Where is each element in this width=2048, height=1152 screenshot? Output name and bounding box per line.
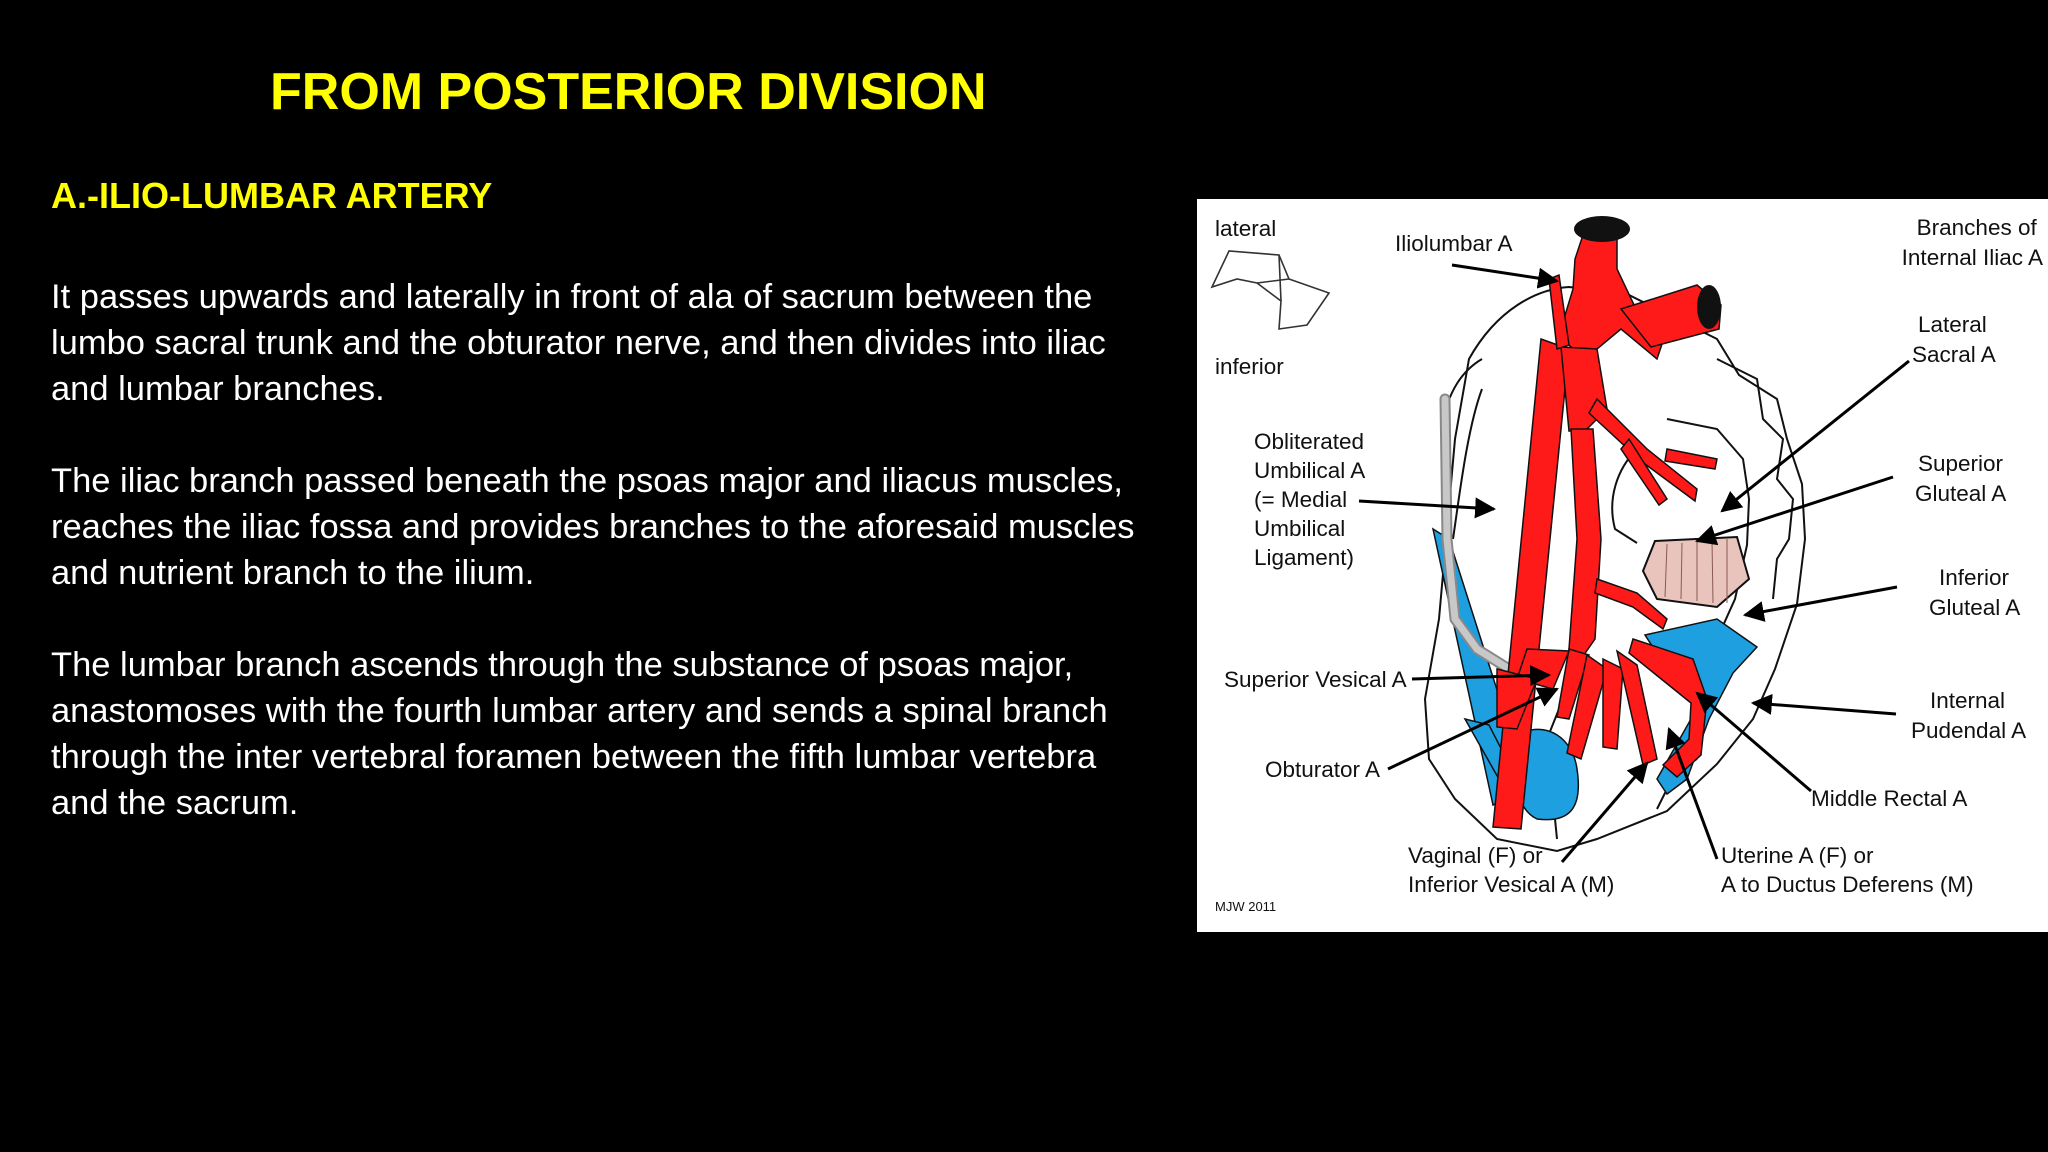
text-line: anastomoses with the fourth lumbar arter… — [51, 692, 1108, 730]
muscle-fibers — [1664, 539, 1728, 604]
orientation-lateral-label: lateral — [1215, 216, 1276, 241]
pelvis-outline — [1423, 285, 1807, 853]
internal-pudendal-label: Internal Pudendal A — [1911, 688, 2026, 743]
text-line: The iliac branch passed beneath the psoa… — [51, 462, 1124, 500]
inferior-gluteal-label: Inferior Gluteal A — [1929, 565, 2020, 620]
uterine-label: Uterine A (F) or A to Ductus Deferens (M… — [1721, 843, 1974, 897]
diagram-svg: lateral inferior — [1210, 215, 2043, 914]
diagram-credit: MJW 2011 — [1215, 899, 1276, 914]
text-line: and the sacrum. — [51, 784, 299, 822]
text-line: lumbo sacral trunk and the obturator ner… — [51, 324, 1106, 362]
orientation-compass-icon — [1210, 250, 1331, 330]
paragraph-course: It passes upwards and laterally in front… — [51, 274, 1181, 412]
obliterated-umbilical-label: Obliterated Umbilical A (= Medial Umbili… — [1254, 429, 1370, 570]
paragraph-iliac-branch: The iliac branch passed beneath the psoa… — [51, 458, 1181, 596]
piriformis-muscle — [1641, 535, 1751, 609]
vaginal-label: Vaginal (F) or Inferior Vesical A (M) — [1408, 843, 1614, 897]
external-iliac-lumen — [1697, 285, 1721, 329]
iliolumbar-label: Iliolumbar A — [1395, 231, 1513, 256]
orientation-inferior-label: inferior — [1215, 354, 1284, 379]
text-line: and lumbar branches. — [51, 370, 385, 408]
middle-rectal-label: Middle Rectal A — [1811, 786, 1967, 811]
common-iliac-lumen — [1574, 216, 1630, 242]
obturator-label: Obturator A — [1265, 757, 1380, 782]
internal-iliac-diagram: lateral inferior — [1197, 199, 2048, 932]
section-subheading: A.-ILIO-LUMBAR ARTERY — [51, 175, 493, 216]
text-line: It passes upwards and laterally in front… — [51, 278, 1093, 316]
paragraph-lumbar-branch: The lumbar branch ascends through the su… — [51, 642, 1181, 826]
leader-arrows — [1358, 263, 1910, 863]
text-line: through the inter vertebral foramen betw… — [51, 738, 1097, 776]
text-line: and nutrient branch to the ilium. — [51, 554, 535, 592]
superior-gluteal-label: Superior Gluteal A — [1915, 451, 2009, 506]
text-line: The lumbar branch ascends through the su… — [51, 646, 1074, 684]
superior-vesical-label: Superior Vesical A — [1224, 667, 1407, 692]
slide-title: FROM POSTERIOR DIVISION — [270, 63, 987, 121]
ligament-fill — [1441, 395, 1513, 673]
text-line: reaches the iliac fossa and provides bra… — [51, 508, 1135, 546]
lateral-sacral-label: Lateral Sacral A — [1912, 312, 1996, 367]
diagram-title: Branches of Internal Iliac A — [1902, 215, 2043, 270]
